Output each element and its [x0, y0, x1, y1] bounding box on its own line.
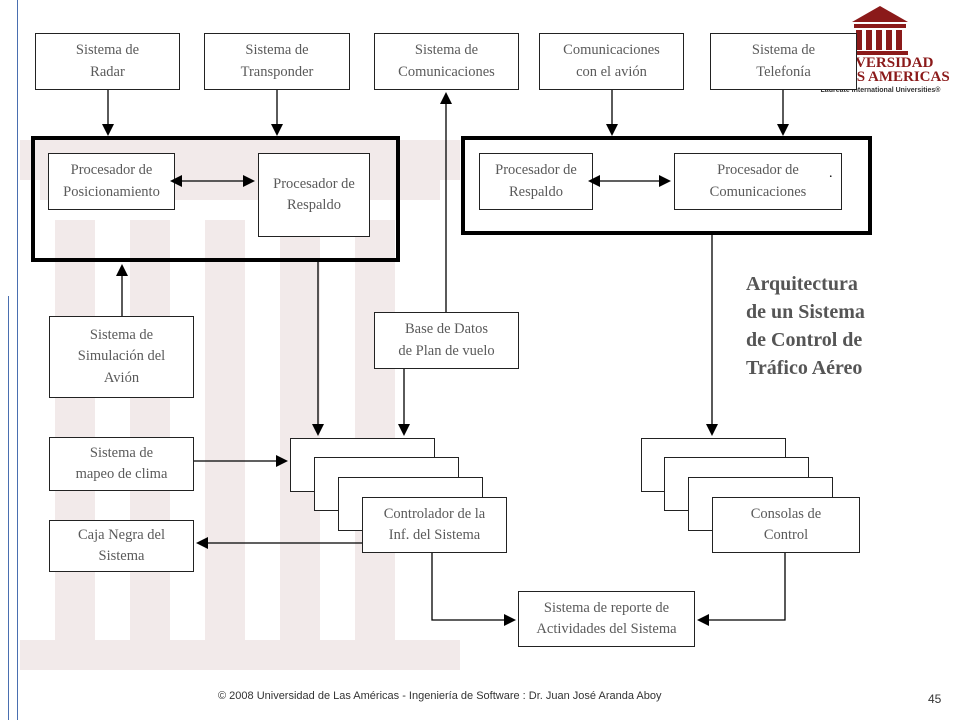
left-border-line-inner — [8, 296, 9, 720]
positioning-processor-box: Procesador de Posicionamiento — [48, 153, 175, 210]
left-border-line — [17, 0, 18, 720]
transponder-system-box: Sistema de Transponder — [204, 33, 350, 90]
activity-report-box: Sistema de reporte de Actividades del Si… — [518, 591, 695, 647]
communications-processor-box: Procesador de Comunicaciones — [674, 153, 842, 210]
page-number: 45 — [928, 692, 942, 706]
communications-group-frame — [461, 136, 872, 235]
temple-logo-icon — [852, 6, 908, 55]
diagram-title: Arquitectura de un Sistema de Control de… — [746, 273, 865, 379]
aircraft-simulation-box: Sistema de Simulación del Avión — [49, 316, 194, 398]
backup-processor-left-box: Procesador de Respaldo — [258, 153, 370, 237]
aircraft-communications-box: Comunicaciones con el avión — [539, 33, 684, 90]
communications-system-box: Sistema de Comunicaciones — [374, 33, 519, 90]
telephony-system-box: Sistema de Telefonía — [710, 33, 857, 90]
control-consoles-box: Consolas de Control — [712, 497, 860, 553]
backup-processor-right-box: Procesador de Respaldo — [479, 153, 593, 210]
footer-copyright: © 2008 Universidad de Las Américas - Ing… — [218, 690, 662, 702]
logo-line-3: Laureate International Universities® — [820, 87, 941, 94]
information-controller-box: Controlador de la Inf. del Sistema — [362, 497, 507, 553]
stray-dot: . — [829, 166, 833, 181]
flight-plan-database-box: Base de Datos de Plan de vuelo — [374, 312, 519, 369]
radar-system-box: Sistema de Radar — [35, 33, 180, 90]
positioning-group-frame — [31, 136, 400, 262]
black-box-system-box: Caja Negra del Sistema — [49, 520, 194, 572]
weather-mapping-box: Sistema de mapeo de clima — [49, 437, 194, 491]
